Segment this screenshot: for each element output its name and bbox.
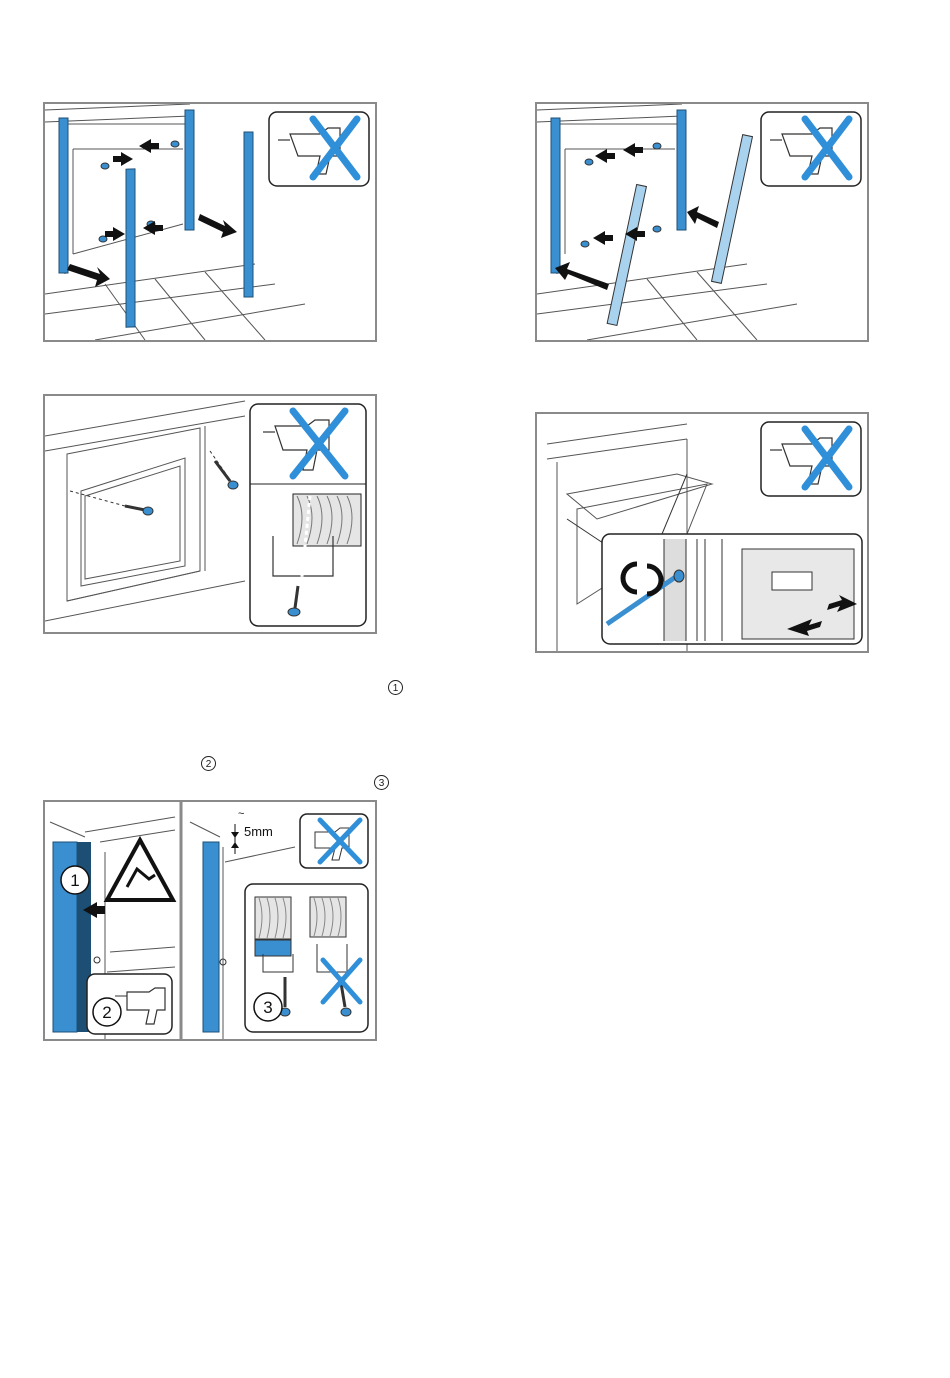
drill-crossed-icon <box>761 422 861 496</box>
figure-adjust-door <box>535 412 869 653</box>
figure-screw-appliance <box>43 394 377 634</box>
gap-approx-label: ~ <box>238 808 244 820</box>
figure-adjust-door-art <box>537 414 867 651</box>
gap-label: 5mm <box>244 824 273 839</box>
figure-screw-appliance-art <box>45 396 375 632</box>
trim-removed-right <box>244 132 253 297</box>
figure-fit-trims-art <box>537 104 867 340</box>
step-marker-3: 3 <box>374 775 389 790</box>
drill-crossed-icon <box>300 814 368 868</box>
step-marker-2: 2 <box>201 756 216 771</box>
step-label-1: 1 <box>61 866 89 894</box>
screw-icon <box>125 461 238 515</box>
drill-crossed-icon <box>250 404 366 626</box>
trim-removed-center <box>126 169 135 327</box>
figure-label-3: 3 <box>263 998 272 1017</box>
figure-drill-fix-trim: 1 2 ~ 5mm <box>43 800 377 1041</box>
trim-new-center <box>607 184 646 325</box>
figure-label-1: 1 <box>70 871 79 890</box>
drill-crossed-icon <box>269 112 369 186</box>
crush-warning-icon <box>107 840 173 900</box>
detail-inset <box>602 534 862 644</box>
figure-remove-trims-art <box>45 104 375 340</box>
gap-dimension: ~ 5mm <box>231 808 273 854</box>
trim-blue-right <box>203 842 219 1032</box>
trim-right <box>185 110 194 230</box>
step-marker-1: 1 <box>388 680 403 695</box>
trim-left <box>59 118 68 273</box>
drill-crossed-icon <box>761 112 861 186</box>
drill-icon: 2 <box>87 974 172 1034</box>
trim-left <box>551 118 560 273</box>
figure-fit-trims <box>535 102 869 342</box>
figure-label-2: 2 <box>102 1003 111 1022</box>
trim-new-right <box>712 135 753 284</box>
step-label-3: 3 <box>254 993 282 1021</box>
figure-remove-trims <box>43 102 377 342</box>
figure-drill-fix-trim-art: 1 2 ~ 5mm <box>45 802 375 1039</box>
trim-right <box>677 110 686 230</box>
